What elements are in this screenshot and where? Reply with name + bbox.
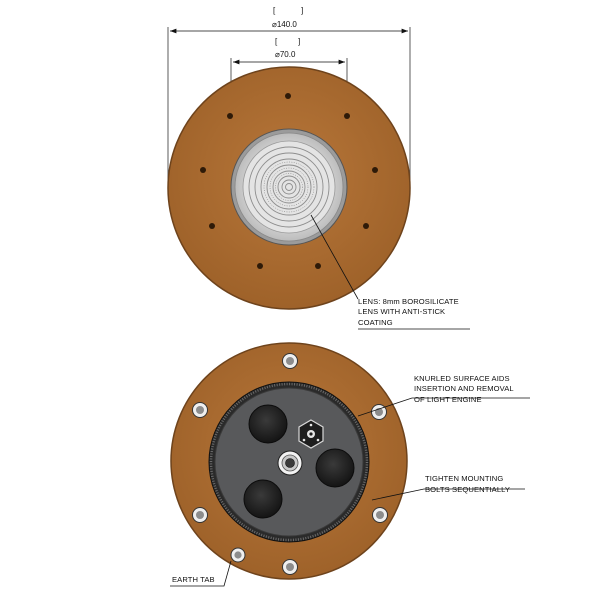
earth-tab-bolt bbox=[230, 547, 246, 563]
svg-text:[: [ bbox=[275, 37, 278, 46]
svg-text:[: [ bbox=[273, 6, 276, 15]
outer-dimension: [ ] ⌀140.0 bbox=[167, 6, 411, 190]
outer-diameter-label: ⌀140.0 bbox=[272, 20, 297, 29]
bolt bbox=[282, 559, 298, 575]
svg-text:]: ] bbox=[301, 6, 303, 15]
knob bbox=[248, 404, 288, 444]
top-bolt-holes bbox=[200, 93, 378, 269]
svg-text:]: ] bbox=[298, 37, 300, 46]
hexagon-marker bbox=[298, 419, 324, 449]
bolt-hole bbox=[285, 93, 291, 99]
knob bbox=[315, 448, 355, 488]
knob bbox=[243, 479, 283, 519]
lens-callout: LENS: 8mm BOROSILICATE LENS WITH ANTI-ST… bbox=[358, 297, 461, 327]
lens-leader bbox=[310, 214, 470, 330]
bottom-view: KNURLED SURFACE AIDS INSERTION AND REMOV… bbox=[170, 342, 530, 587]
knobs bbox=[243, 404, 355, 519]
bolt-hole bbox=[344, 113, 350, 119]
earth-tab-callout: EARTH TAB bbox=[172, 575, 215, 584]
bolt-hole bbox=[227, 113, 233, 119]
bolt bbox=[372, 507, 388, 523]
bolt-hole bbox=[372, 167, 378, 173]
bolt bbox=[371, 404, 387, 420]
bolt-hole bbox=[257, 263, 263, 269]
mounting-bolts bbox=[192, 353, 388, 575]
bolt-hole bbox=[315, 263, 321, 269]
bolt-hole bbox=[200, 167, 206, 173]
lens bbox=[230, 128, 348, 246]
bottom-leaders bbox=[170, 397, 530, 587]
bolt-hole bbox=[209, 223, 215, 229]
knurled-callout: KNURLED SURFACE AIDS INSERTION AND REMOV… bbox=[414, 374, 516, 404]
center-connector bbox=[277, 450, 303, 476]
inner-diameter-label: ⌀70.0 bbox=[275, 50, 296, 59]
bolt bbox=[192, 402, 208, 418]
bolt bbox=[192, 507, 208, 523]
top-view: [ ] ⌀140.0 [ ] ⌀70.0 bbox=[167, 6, 470, 330]
tighten-callout: TIGHTEN MOUNTING BOLTS SEQUENTIALLY bbox=[425, 474, 510, 494]
bolt-hole bbox=[363, 223, 369, 229]
bolt bbox=[282, 353, 298, 369]
